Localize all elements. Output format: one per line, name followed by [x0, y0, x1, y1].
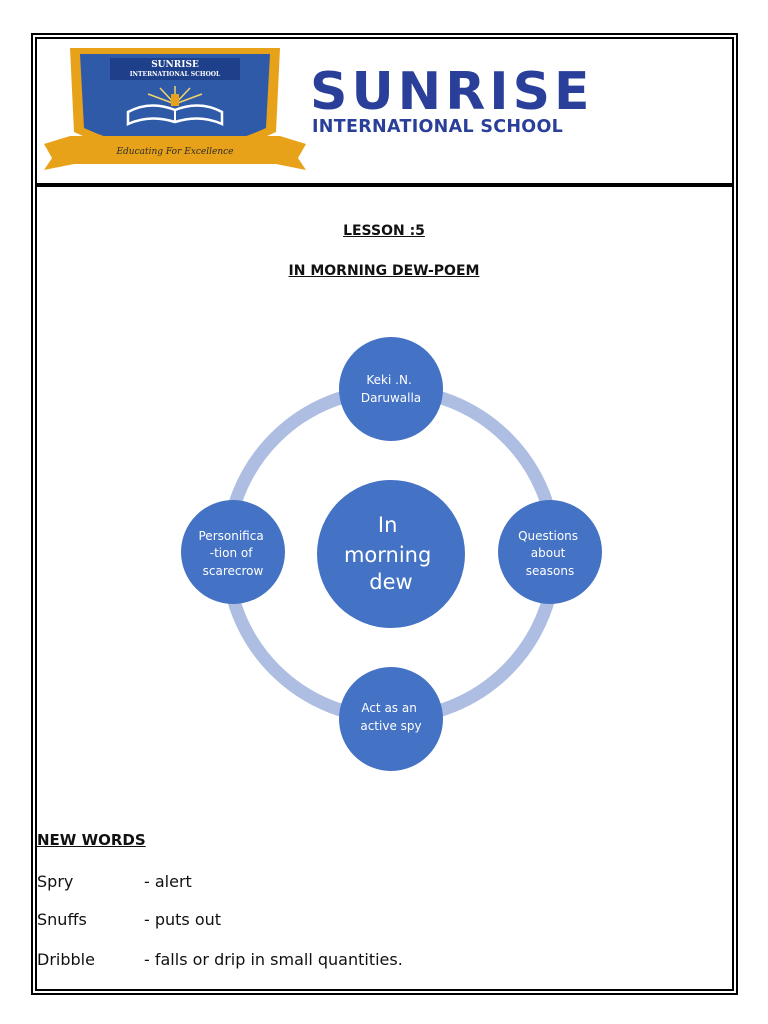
page-border-inner — [35, 37, 734, 991]
vocab-term: Dribble — [37, 950, 95, 969]
page-border-outer — [31, 33, 738, 995]
header-divider — [35, 183, 734, 187]
node-scarecrow-text: Personifica -tion of scarecrow — [199, 529, 268, 578]
node-seasons-text: Questions about seasons — [518, 529, 582, 578]
node-seasons-line-2: about — [531, 546, 566, 560]
center-node — [317, 480, 465, 628]
node-scarecrow — [181, 500, 285, 604]
vocab-definition: - alert — [144, 872, 192, 891]
lesson-number: LESSON :5 — [343, 223, 425, 239]
school-name-subtitle: INTERNATIONAL SCHOOL — [312, 117, 564, 137]
node-spy-text: Act as an active spy — [360, 701, 421, 733]
new-words-heading: NEW WORDS — [37, 831, 146, 849]
node-spy-line-1: Act as an — [361, 701, 417, 715]
crest-motto: Educating For Excellence — [115, 147, 233, 157]
school-name-title: SUNRISE — [310, 62, 594, 122]
center-line-3: dew — [369, 570, 412, 594]
node-author-text: Keki .N. Daruwalla — [361, 373, 421, 405]
vocab-definition: - puts out — [144, 910, 222, 929]
lesson-title: IN MORNING DEW-POEM — [288, 263, 480, 279]
crest-subtitle: INTERNATIONAL SCHOOL — [130, 71, 221, 78]
node-seasons — [498, 500, 602, 604]
center-node-text: In morning dew — [344, 513, 438, 594]
node-author — [339, 337, 443, 441]
vocab-term: Spry — [37, 872, 74, 891]
center-line-2: morning — [344, 543, 431, 567]
node-seasons-line-3: seasons — [526, 564, 574, 578]
node-scarecrow-line-3: scarecrow — [203, 564, 264, 578]
school-crest-logo: SUNRISE INTERNATIONAL SCHOOL Educating F… — [44, 48, 306, 170]
open-book-icon — [126, 86, 224, 126]
center-line-1: In — [378, 513, 398, 537]
node-author-line-2: Daruwalla — [361, 391, 421, 405]
node-scarecrow-line-1: Personifica — [199, 529, 264, 543]
vocab-definition: - falls or drip in small quantities. — [144, 950, 403, 969]
node-scarecrow-line-2: -tion of — [210, 546, 253, 560]
node-seasons-line-1: Questions — [518, 529, 578, 543]
crest-title: SUNRISE — [151, 60, 199, 70]
node-spy — [339, 667, 443, 771]
vocab-term: Snuffs — [37, 910, 87, 929]
node-spy-line-2: active spy — [360, 719, 421, 733]
node-author-line-1: Keki .N. — [366, 373, 411, 387]
